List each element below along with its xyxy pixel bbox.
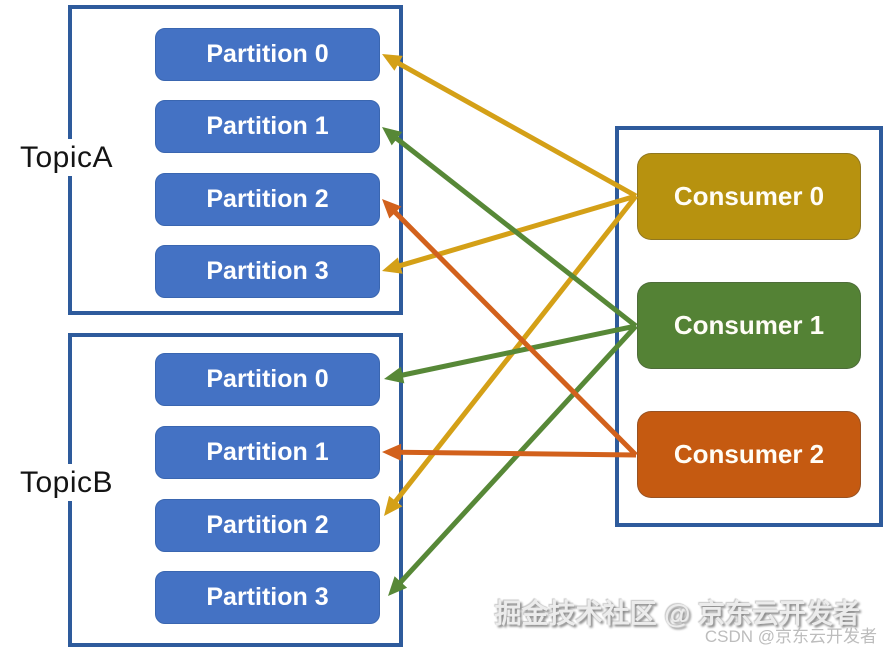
consumer-box-0: Consumer 0 <box>637 153 861 240</box>
partition-box-topica-2: Partition 2 <box>155 173 380 226</box>
partition-box-topica-0: Partition 0 <box>155 28 380 81</box>
partition-box-topicb-0: Partition 0 <box>155 353 380 406</box>
topic-a-label: TopicA <box>12 139 122 176</box>
watermark-csdn: CSDN @京东云开发者 <box>704 627 877 646</box>
consumer-box-2: Consumer 2 <box>637 411 861 498</box>
assignment-arrow-consumer2-topicA.2 <box>382 199 638 457</box>
watermark-juejin: 掘金技术社区 @ 京东云开发者 <box>494 599 860 629</box>
assignment-arrow-consumer0-topicA.0 <box>382 54 638 199</box>
assignment-arrow-consumer0-topicA.3 <box>382 193 637 274</box>
assignment-arrow-consumer1-topicA.1 <box>382 127 638 328</box>
assignment-arrow-consumer2-topicB.1 <box>382 443 637 461</box>
partition-box-topicb-1: Partition 1 <box>155 426 380 479</box>
assignment-arrow-consumer1-topicB.0 <box>384 323 637 384</box>
partition-box-topicb-3: Partition 3 <box>155 571 380 624</box>
topic-b-label: TopicB <box>12 464 122 501</box>
partition-box-topica-3: Partition 3 <box>155 245 380 298</box>
assignment-arrow-consumer1-topicB.3 <box>388 324 638 596</box>
partition-box-topica-1: Partition 1 <box>155 100 380 153</box>
partition-box-topicb-2: Partition 2 <box>155 499 380 552</box>
consumer-box-1: Consumer 1 <box>637 282 861 369</box>
assignment-arrow-consumer0-topicB.2 <box>384 194 638 516</box>
